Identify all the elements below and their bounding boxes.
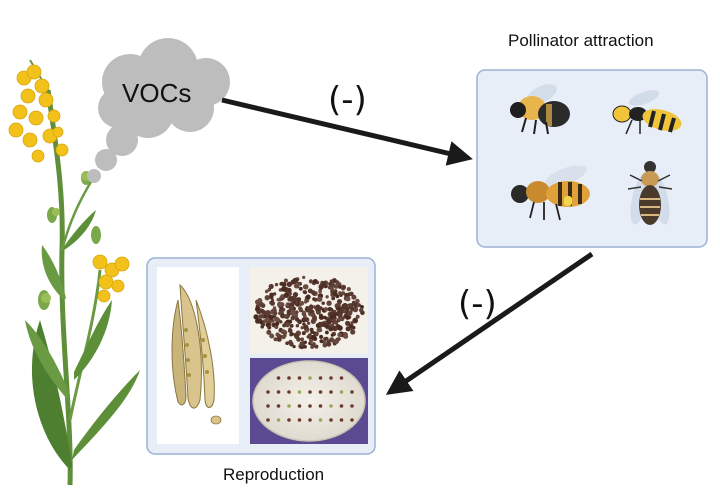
petri-dish-icon [252,360,366,442]
seed-rows [266,376,354,422]
voc-label: VOCs [122,78,192,108]
solitary-bee-icon [627,161,673,225]
voc-to-pollinator-arrow [221,97,473,166]
bumblebee-icon [510,84,570,135]
seed-pod-icon [171,283,222,425]
rapeseed-plant-icon [8,59,140,486]
reproduction-title: Reproduction [223,465,325,484]
honeybee-icon [511,165,590,221]
pollinator-panel [476,69,708,248]
pollinator-title: Pollinator attraction [508,31,654,50]
pollinator-effect-label: (-) [458,284,497,324]
voc-cloud-icon [87,38,230,183]
wasp-icon [612,90,682,135]
pollinator-to-reproduction-arrow [385,251,594,395]
voc-effect-label: (-) [328,80,367,120]
seed-pile-icon [253,275,365,350]
